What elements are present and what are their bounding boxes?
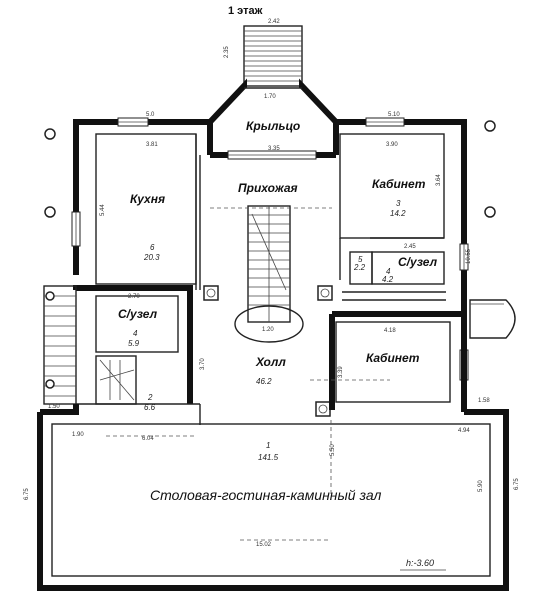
columns xyxy=(203,285,333,417)
small-right-number: 5 xyxy=(358,255,363,264)
central-stairs xyxy=(210,205,332,343)
dim-270: 2.70 xyxy=(128,294,140,300)
dim-190: 1.90 xyxy=(72,432,84,438)
dimension-lines xyxy=(106,379,390,541)
study-top xyxy=(339,133,445,280)
room-dining: Столовая-гостиная-каминный зал xyxy=(150,487,381,503)
dim-418: 4.18 xyxy=(384,328,396,334)
bath-left-area: 5.9 xyxy=(128,339,140,348)
dim-590: 5.90 xyxy=(478,480,484,492)
dim-1502: 15.02 xyxy=(256,542,272,548)
room-porch: Крыльцо xyxy=(246,119,300,133)
bay-window xyxy=(469,299,516,339)
dim-335: 3.35 xyxy=(268,146,280,152)
dim-675-right: 6.75 xyxy=(514,478,520,490)
dim-675-left: 6.75 xyxy=(24,488,30,500)
hall-area: 46.2 xyxy=(256,377,272,386)
dim-242: 2.42 xyxy=(268,19,280,25)
study-top-number: 3 xyxy=(396,199,401,208)
dim-50: 5.0 xyxy=(146,112,155,118)
dim-245: 2.45 xyxy=(404,244,416,250)
room-bath-left: С/узел xyxy=(118,307,158,321)
dim-158: 1.58 xyxy=(478,398,490,404)
small-right-area: 2.2 xyxy=(353,263,366,272)
kitchen xyxy=(95,133,201,290)
dim-1055: 10.55 xyxy=(466,248,472,264)
stair-left-area: 6.6 xyxy=(144,403,156,412)
dim-381: 3.81 xyxy=(146,142,158,148)
bath-right xyxy=(342,251,446,301)
dining-hall xyxy=(37,404,509,591)
dim-390: 3.90 xyxy=(386,142,398,148)
room-bath-right: С/узел xyxy=(398,255,438,269)
room-hall: Холл xyxy=(255,355,286,369)
room-hallway: Прихожая xyxy=(238,181,298,195)
study-top-area: 14.2 xyxy=(390,209,406,218)
room-kitchen: Кухня xyxy=(130,192,165,206)
dim-170: 1.70 xyxy=(264,94,276,100)
dim-370: 3.70 xyxy=(200,358,206,370)
bath-right-area: 4.2 xyxy=(382,275,394,284)
dim-510: 5.10 xyxy=(388,112,400,118)
dim-494: 4.94 xyxy=(458,428,470,434)
dim-544: 5.44 xyxy=(100,204,106,216)
room-study-top: Кабинет xyxy=(372,177,426,191)
dining-number: 1 xyxy=(266,441,270,450)
dim-364: 3.64 xyxy=(436,174,442,186)
porch-stairs xyxy=(243,25,303,87)
dim-150: 1.50 xyxy=(48,404,60,410)
study-bottom xyxy=(329,300,467,412)
porch-walls xyxy=(207,78,339,125)
dim-235: 2.35 xyxy=(224,46,230,58)
bath-right-number: 4 xyxy=(386,267,391,276)
level-mark: h:-3.60 xyxy=(406,558,434,568)
floor-title: 1 этаж xyxy=(228,5,263,17)
dim-550: 5.50 xyxy=(330,444,336,456)
dim-120: 1.20 xyxy=(262,327,274,333)
dim-604: 6.04 xyxy=(142,436,154,442)
dim-339: 3.39 xyxy=(338,366,344,378)
left-stairs xyxy=(43,285,77,405)
kitchen-number: 6 xyxy=(150,243,155,252)
column-circles xyxy=(44,120,496,218)
room-study-bottom: Кабинет xyxy=(366,351,420,365)
dining-area: 141.5 xyxy=(258,453,279,462)
bath-left-number: 4 xyxy=(133,329,138,338)
kitchen-area: 20.3 xyxy=(143,253,160,262)
stair-left-number: 2 xyxy=(147,393,153,402)
